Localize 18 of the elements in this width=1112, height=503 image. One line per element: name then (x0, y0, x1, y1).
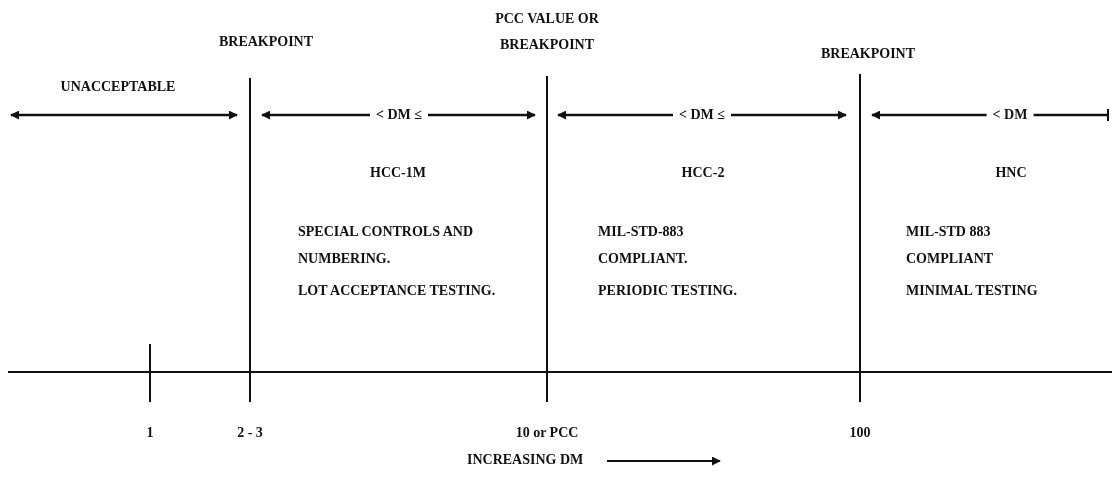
axis-title: INCREASING DM (467, 451, 584, 469)
class-label: HNC (995, 164, 1027, 182)
requirement-text: MIL-STD-883 COMPLIANT. (598, 223, 689, 268)
breakpoint-label: BREAKPOINT (218, 33, 314, 51)
requirement-text: PERIODIC TESTING. (598, 282, 738, 300)
requirement-text: MINIMAL TESTING (906, 282, 1039, 300)
breakpoint-label: BREAKPOINT (820, 45, 916, 63)
requirement-text: MIL-STD 883 COMPLIANT (906, 223, 995, 268)
class-label: HCC-1M (370, 164, 426, 182)
tick-label: 1 (146, 424, 154, 442)
tick-label: 10 or PCC (515, 424, 579, 442)
breakpoint-label: PCC VALUE OR BREAKPOINT (494, 10, 600, 54)
requirement-text: LOT ACCEPTANCE TESTING. (298, 282, 497, 300)
class-label: HCC-2 (681, 164, 725, 182)
tick-label: 100 (849, 424, 871, 442)
region-label: UNACCEPTABLE (60, 78, 176, 96)
requirement-text: SPECIAL CONTROLS AND NUMBERING. (298, 223, 475, 268)
tick-label: 2 - 3 (237, 424, 263, 442)
